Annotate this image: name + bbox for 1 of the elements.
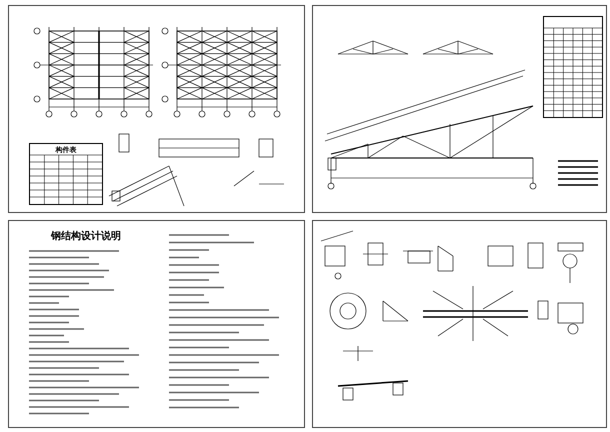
sheet-heading: 钢结构设计说明 — [51, 230, 121, 243]
